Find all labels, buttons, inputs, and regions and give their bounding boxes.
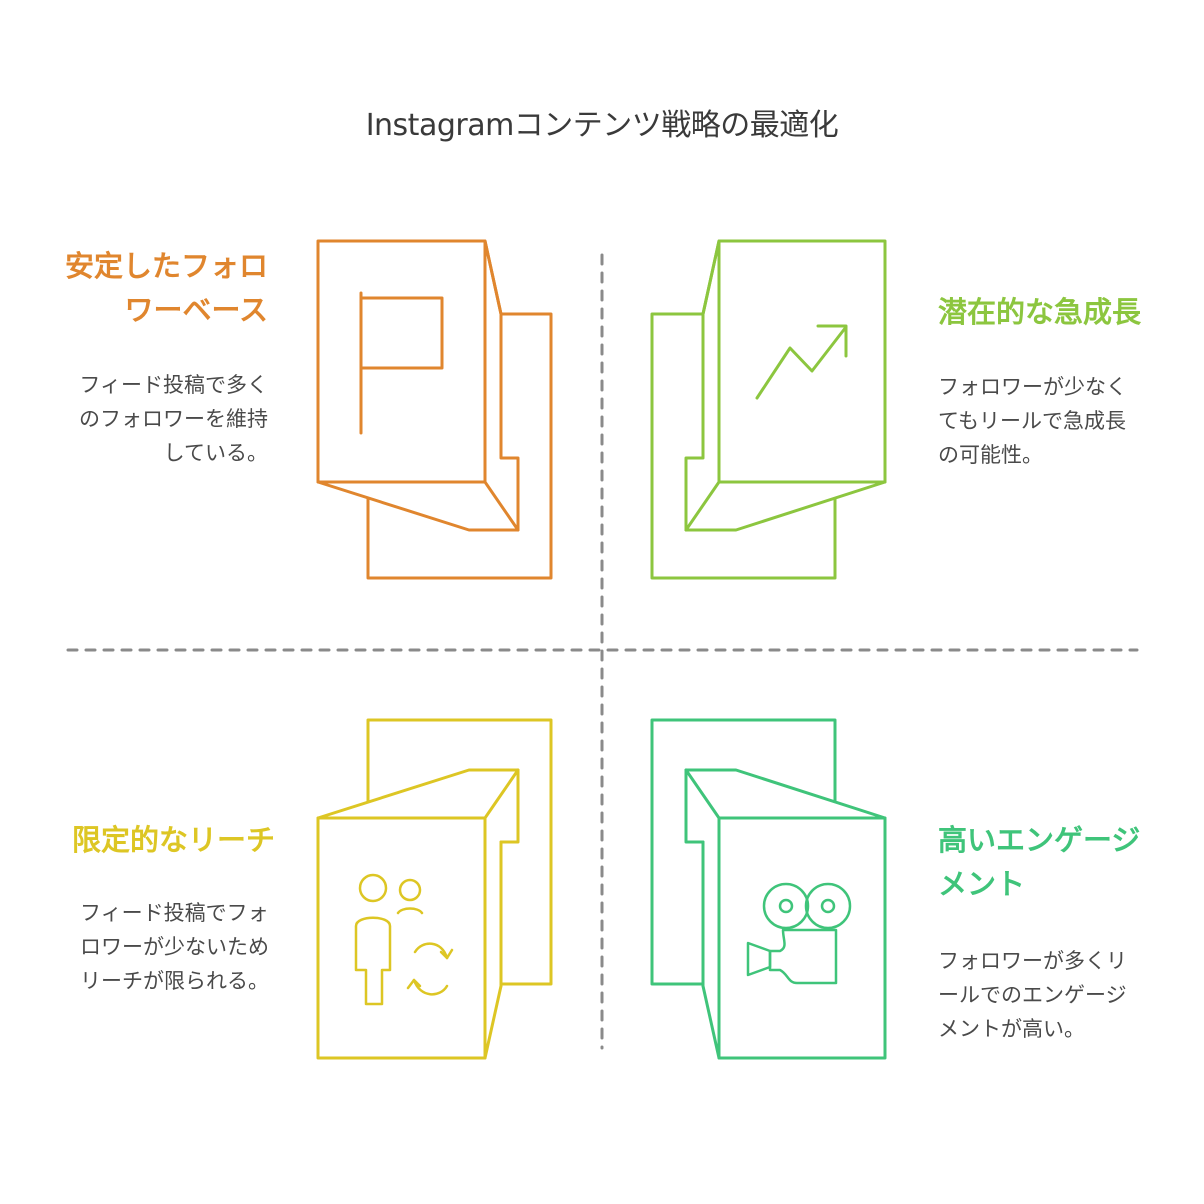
card-top-right: [650, 239, 887, 580]
page-title: Instagramコンテンツ戦略の最適化: [365, 108, 839, 143]
card-bottom-right: [650, 718, 887, 1060]
desc-stable-follower-base: フィード投稿で多く のフォロワーを維持 している。: [79, 373, 268, 465]
desc-potential-rapid-growth: フォロワーが少なく てもリールで急成長 の可能性。: [938, 375, 1127, 467]
video-camera-icon: [746, 882, 852, 985]
heading-stable-follower-base: 安定したフォロ ワーベース: [64, 249, 268, 327]
trending-up-icon: [755, 324, 848, 400]
flag-icon: [359, 291, 444, 435]
desc-high-engagement: フォロワーが多くリ ールでのエンゲージ メントが高い。: [938, 949, 1127, 1041]
heading-potential-rapid-growth: 潜在的な急成長: [938, 295, 1142, 329]
heading-high-engagement: 高いエンゲージ メント: [938, 823, 1141, 901]
heading-limited-reach: 限定的なリーチ: [72, 823, 276, 857]
desc-limited-reach: フィード投稿でフォ ロワーが少ないため リーチが限られる。: [80, 901, 269, 993]
card-bottom-left: [316, 718, 553, 1060]
users-refresh-icon: [354, 873, 454, 1006]
card-top-left: [316, 239, 553, 580]
